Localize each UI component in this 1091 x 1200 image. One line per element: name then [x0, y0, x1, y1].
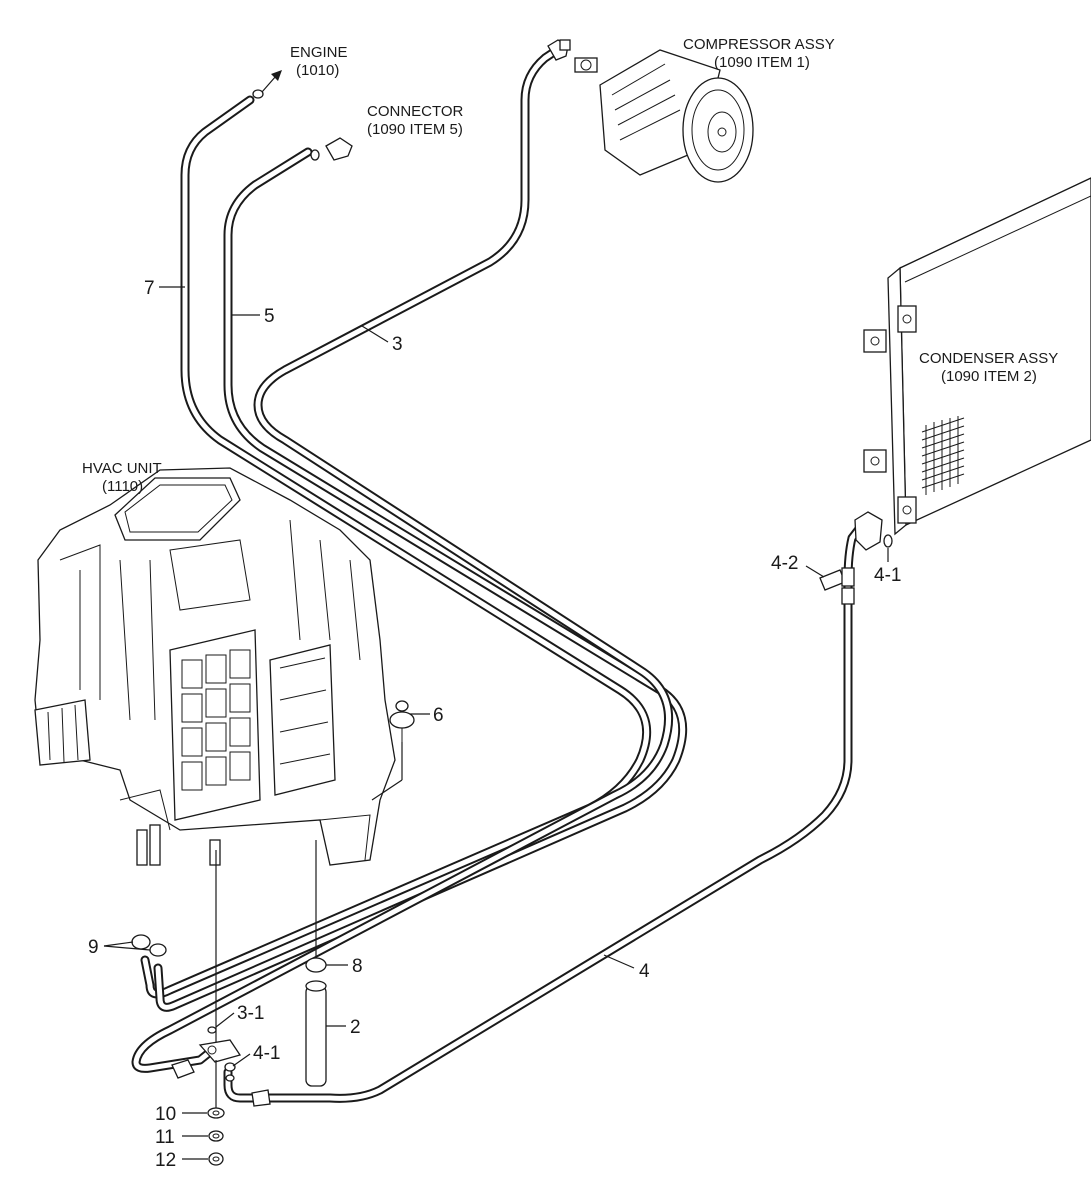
- callout-10: 10: [155, 1104, 176, 1125]
- callout-9: 9: [88, 937, 99, 958]
- engine-label-line2: (1010): [296, 62, 339, 79]
- condenser-core-fins: [921, 416, 965, 495]
- compressor-assembly: [574, 49, 754, 183]
- hvac-label-line2: (1110): [102, 478, 143, 495]
- compressor-label-line1: COMPRESSOR ASSY: [683, 36, 835, 53]
- callout-4-1-bottom-leader: [232, 1053, 251, 1067]
- engine-label-line1: ENGINE: [290, 44, 348, 61]
- hvac-filter-grid: [169, 629, 261, 821]
- callout-4-1-top: 4-1: [874, 565, 901, 586]
- callout-5: 5: [264, 306, 275, 327]
- pipe-7: [140, 95, 652, 999]
- bracket-stud: [198, 850, 242, 1110]
- callout-3-leader: [361, 325, 389, 343]
- o-ring-3-1: [207, 1026, 217, 1034]
- callout-4: 4: [639, 961, 650, 982]
- receiver-dryer-part-2: [305, 958, 327, 1087]
- engine-direction-arrow: [261, 70, 282, 93]
- pipe-3: [131, 43, 674, 1073]
- connector-label-line1: CONNECTOR: [367, 103, 464, 120]
- callout-6: 6: [433, 705, 444, 726]
- callout-12: 12: [155, 1150, 176, 1171]
- hvac-unit: [34, 467, 396, 866]
- callout-3: 3: [392, 334, 403, 355]
- clip-part-9: [131, 934, 167, 957]
- condenser-assembly: [863, 177, 1091, 536]
- washer-part-11: [208, 1130, 224, 1142]
- callout-4-2: 4-2: [771, 553, 798, 574]
- callout-4-leader: [603, 954, 635, 969]
- clip-part-6: [371, 700, 415, 801]
- nut-part-12: [208, 1152, 224, 1166]
- connector-label-line2: (1090 ITEM 5): [367, 121, 463, 138]
- callout-7: 7: [144, 278, 155, 299]
- callout-11: 11: [155, 1127, 175, 1148]
- condenser-label-line1: CONDENSER ASSY: [919, 350, 1058, 367]
- pipe-5: [153, 147, 688, 1012]
- callout-4-2-leader: [805, 565, 825, 578]
- callout-3-1-leader: [215, 1012, 235, 1028]
- callout-9-leader-b: [103, 945, 151, 951]
- hvac-label-line1: HVAC UNIT: [82, 460, 162, 477]
- callout-4-1-bottom: 4-1: [253, 1043, 280, 1064]
- callout-2: 2: [350, 1017, 361, 1038]
- washer-part-10: [207, 1107, 225, 1119]
- callout-3-1: 3-1: [237, 1003, 264, 1024]
- condenser-label-line2: (1090 ITEM 2): [941, 368, 1037, 385]
- compressor-label-line2: (1090 ITEM 1): [714, 54, 810, 71]
- callout-9-leader-a: [103, 941, 134, 947]
- pipe-fittings: [171, 39, 893, 1107]
- callout-8: 8: [352, 956, 363, 977]
